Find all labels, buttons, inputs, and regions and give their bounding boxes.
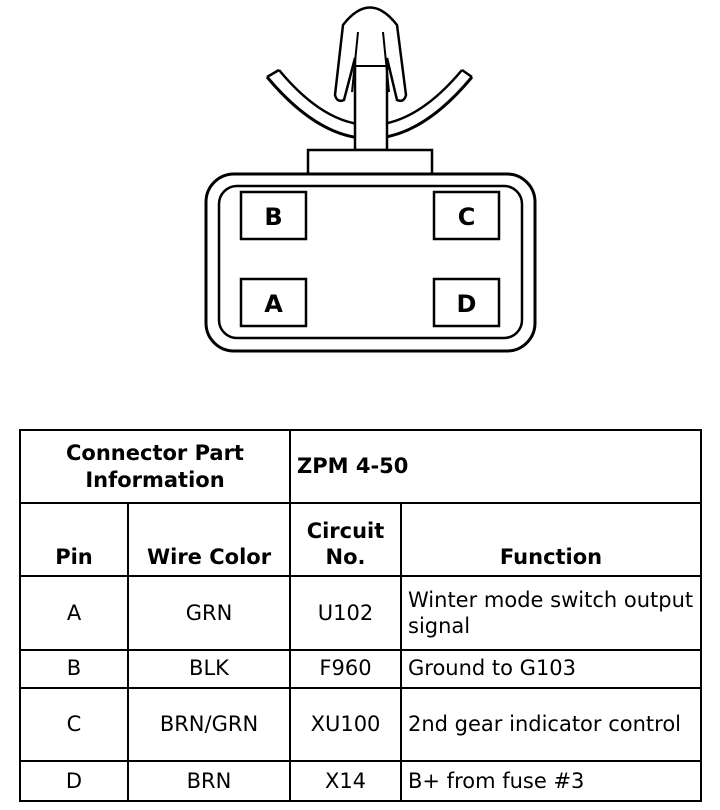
row-pin: B xyxy=(19,648,129,689)
row-wire-color: GRN xyxy=(127,575,291,651)
pin-label-b: B xyxy=(264,203,282,231)
header-circuit: Circuit No. xyxy=(289,502,402,578)
header-row: Pin Wire Color Circuit No. Function xyxy=(19,502,703,578)
header-function: Function xyxy=(399,502,703,578)
pin-cavity-d xyxy=(432,277,501,328)
pin-label-d: D xyxy=(457,290,477,318)
pin-cavity-a xyxy=(239,277,308,328)
pin-cavity-b xyxy=(239,190,308,241)
row-pin: A xyxy=(19,575,129,651)
part-info-label: Connector Part Information xyxy=(19,428,291,505)
part-info-row: Connector Part Information ZPM 4-50 xyxy=(19,428,703,505)
row-pin: D xyxy=(19,759,129,803)
connector-body-inner xyxy=(217,184,524,340)
header-pin: Pin xyxy=(19,502,129,578)
part-info-value: ZPM 4-50 xyxy=(288,428,703,505)
row-function: 2nd gear indicator control xyxy=(399,686,703,762)
row-wire-color: BRN xyxy=(127,759,291,803)
row-circuit: U102 xyxy=(289,575,402,651)
row-wire-color: BRN/GRN xyxy=(127,686,291,762)
row-circuit: F960 xyxy=(289,648,402,689)
row-wire-color: BLK xyxy=(127,648,291,689)
table-row: C BRN/GRN XU100 2nd gear indicator contr… xyxy=(19,686,703,762)
row-circuit: XU100 xyxy=(289,686,402,762)
row-function: B+ from fuse #3 xyxy=(399,759,703,803)
header-wire-color: Wire Color xyxy=(127,502,291,578)
table-row: B BLK F960 Ground to G103 xyxy=(19,648,703,689)
table-row: A GRN U102 Winter mode switch output sig… xyxy=(19,575,703,651)
table-row: D BRN X14 B+ from fuse #3 xyxy=(19,759,703,803)
row-circuit: X14 xyxy=(289,759,402,803)
connector-neck xyxy=(306,148,434,177)
clip-tab xyxy=(333,6,408,152)
pin-label-c: C xyxy=(458,203,476,231)
row-function: Winter mode switch output signal xyxy=(399,575,703,651)
connector-info-table: Connector Part Information ZPM 4-50 Pin … xyxy=(19,428,703,803)
row-pin: C xyxy=(19,686,129,762)
connector-diagram: B C A D xyxy=(204,6,537,353)
row-function: Ground to G103 xyxy=(399,648,703,689)
pin-label-a: A xyxy=(264,290,283,318)
pin-cavity-c xyxy=(432,190,501,241)
connector-body-outer xyxy=(204,172,537,353)
